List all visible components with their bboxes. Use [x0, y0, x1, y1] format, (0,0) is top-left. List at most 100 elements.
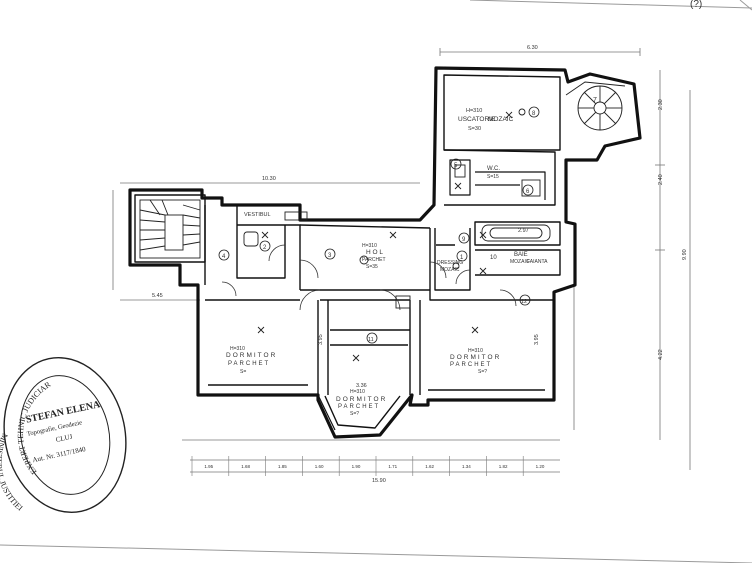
room-5: 5 [450, 158, 462, 170]
bedroom-center-height: H=310 [350, 389, 365, 395]
bottom-dimension-2: 1.68 [241, 464, 250, 469]
room-hol-area: S=35 [366, 264, 378, 270]
dim-right-lower: 4.22 [658, 349, 664, 360]
room-10-num: 10 [490, 255, 497, 261]
dim-center-depth: 3.95 [318, 334, 324, 345]
room-3-num: 3 [328, 253, 332, 259]
dim-top-total: 6.30 [527, 45, 538, 51]
bottom-dimension-8: 1.34 [462, 464, 471, 469]
room-storage-name: USCATORIE [458, 116, 496, 123]
room-6-badge [522, 184, 534, 196]
room-3: 3 [324, 248, 336, 260]
room-9-num: 9 [462, 237, 466, 243]
stairs-left [139, 199, 201, 259]
notary-stamp: EXPERT TEHNIC JUDICIAR MINISTERUL JUSTIT… [0, 356, 127, 516]
dim-right-total: 9.90 [682, 249, 688, 260]
room-bedroom-right: H=310 DORMITOR PARCHET S=? [450, 348, 501, 375]
dim-left-mid-width: 10.30 [262, 176, 276, 182]
stamp-city: CLUJ [55, 433, 73, 444]
room-1-num: 1 [460, 255, 464, 261]
dim-upper-right-a: 2.30 [658, 99, 664, 110]
corner-mark: (?) [690, 0, 702, 10]
room-1-badge [456, 250, 468, 262]
room-12-num: 12 [521, 299, 527, 305]
room-9-badge [458, 232, 470, 244]
bedroom-right-floor: PARCHET [450, 362, 492, 368]
room-storage: H=310 USCATORIE MOZAIC S=30 8 [458, 106, 540, 132]
room-11-num: 11 [368, 337, 374, 343]
room-storage-num: 8 [532, 111, 536, 117]
dim-left-side: 5.45 [152, 293, 163, 299]
room-2: 2 [259, 240, 271, 252]
bottom-dimension-segments: 1.95 1.68 1.85 1.60 1.90 1.71 1.62 1.34 1.82 1.20 [191, 456, 545, 476]
stamp-name: STEFAN ELENA [25, 399, 102, 426]
room-storage-area: S=30 [468, 126, 481, 132]
stamp-inner-ring [19, 375, 111, 495]
room-4: 4 [218, 249, 230, 261]
room-bath-extra: FAIANTA [527, 259, 548, 265]
bottom-dimension-1: 1.95 [204, 464, 213, 469]
stamp-outer-ring [3, 356, 127, 514]
room-dressing-floor: MOZAIC [440, 267, 460, 273]
dim-bath-width: 2.97 [518, 228, 529, 234]
room-6-num: 6 [526, 189, 530, 195]
room-2-num: 2 [263, 245, 267, 251]
room-storage-badge [528, 106, 540, 118]
room-storage-height: H=310 [466, 108, 482, 114]
walls [128, 66, 642, 439]
room-bath-floor: MOZAIC [510, 259, 530, 265]
bottom-dimension-6: 1.71 [388, 464, 397, 469]
room-11: 11 [366, 332, 378, 344]
room-bedroom-center: H=310 DORMITOR PARCHET S=? [336, 389, 387, 417]
room-12-badge [519, 294, 531, 306]
room-vestibul-name: VESTIBUL [244, 212, 271, 218]
room-2-badge [259, 240, 271, 252]
room-4-badge [218, 249, 230, 261]
bottom-dimension-5: 1.90 [352, 464, 361, 469]
bottom-dimension-3: 1.85 [278, 464, 287, 469]
room-dressing-name: DRESSING [437, 260, 463, 266]
room-bath-name: BAIE [514, 252, 528, 258]
bottom-dimension-4: 1.60 [315, 464, 324, 469]
bedroom-right-height: H=310 [468, 348, 483, 354]
dim-bottom-total: 15.90 [372, 478, 386, 484]
room-11-badge [366, 332, 378, 344]
room-12: 12 [519, 294, 531, 306]
room-hol: H=310 H O L PARCHET S=35 1 [362, 243, 468, 270]
dim-center-width: 3.36 [356, 383, 367, 389]
room-6: 6 [522, 184, 534, 196]
room-hol-floor: PARCHET [362, 257, 386, 263]
light-points [257, 108, 526, 362]
bedroom-left-area: S= [240, 369, 246, 375]
door-swings [221, 244, 517, 311]
stamp-authorization: Aut. Nr. 3117/1840 [32, 445, 87, 464]
room-4-num: 4 [222, 254, 226, 260]
dimension-labels: 6.30 2.30 2.40 9.90 4.22 10.30 5.45 15.9… [152, 45, 688, 484]
room-hol-name: H O L [366, 249, 383, 256]
bedroom-center-floor: PARCHET [338, 404, 380, 410]
bedroom-right-name: DORMITOR [450, 354, 501, 361]
bedroom-center-area: S=? [350, 411, 359, 417]
room-wc-name: W.C. [487, 166, 500, 172]
bottom-dimension-9: 1.82 [499, 464, 508, 469]
room-bedroom-left: H=310 DORMITOR PARCHET S= [226, 346, 277, 375]
fixtures [243, 164, 551, 309]
room-hol-height: H=310 [362, 243, 377, 249]
room-5-badge [450, 158, 462, 170]
room-wc-area: S=15 [487, 174, 499, 180]
room-7-num: 7 [593, 97, 597, 104]
bottom-dimension-7: 1.62 [425, 464, 434, 469]
dimension-lines [112, 48, 691, 473]
dim-upper-right-b: 2.40 [658, 174, 664, 185]
room-5-num: 5 [454, 163, 458, 169]
bottom-dimension-10: 1.20 [536, 464, 545, 469]
spiral-stairs [565, 81, 626, 131]
bedroom-center-name: DORMITOR [336, 396, 387, 403]
room-3-badge [324, 248, 336, 260]
bedroom-left-height: H=310 [230, 346, 245, 352]
bedroom-right-area: S=? [478, 369, 487, 375]
room-storage-floor: MOZAIC [488, 116, 514, 123]
bedroom-left-name: DORMITOR [226, 352, 277, 359]
